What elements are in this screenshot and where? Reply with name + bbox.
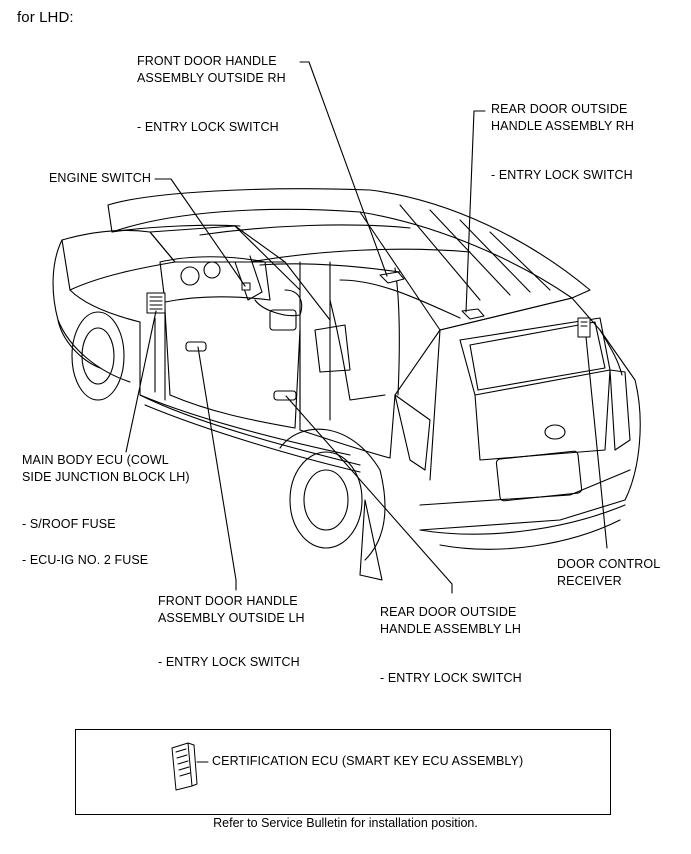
label-front-door-handle-rh: FRONT DOOR HANDLE ASSEMBLY OUTSIDE RH	[137, 54, 286, 85]
leader-door-control-receiver	[585, 336, 608, 549]
label-door-control-receiver: DOOR CONTROL RECEIVER	[557, 557, 661, 588]
label-rear-door-handle-rh: REAR DOOR OUTSIDE HANDLE ASSEMBLY RH	[491, 102, 635, 133]
label-front-door-handle-lh: FRONT DOOR HANDLE ASSEMBLY OUTSIDE LH	[158, 594, 305, 625]
label-front-door-handle-rh-switch: - ENTRY LOCK SWITCH	[137, 120, 279, 134]
label-engine-switch: ENGINE SWITCH	[49, 171, 151, 185]
vehicle-illustration	[52, 188, 641, 581]
label-certification-ecu: CERTIFICATION ECU (SMART KEY ECU ASSEMBL…	[212, 754, 524, 768]
label-sroof-fuse: - S/ROOF FUSE	[22, 517, 116, 531]
footnote: Refer to Service Bulletin for installati…	[213, 816, 478, 830]
leader-engine-switch	[154, 178, 246, 287]
leader-lines	[125, 61, 608, 594]
leader-front-door-rh	[299, 61, 388, 277]
certification-ecu-icon	[171, 742, 209, 791]
leader-main-body-ecu	[125, 310, 157, 453]
diagram-title: for LHD:	[17, 9, 74, 26]
component-markers	[146, 271, 591, 338]
leader-rear-door-lh	[285, 395, 453, 594]
label-rear-door-handle-lh: REAR DOOR OUTSIDE HANDLE ASSEMBLY LH	[380, 605, 521, 636]
label-rear-door-handle-lh-switch: - ENTRY LOCK SWITCH	[380, 671, 522, 685]
certification-ecu-box	[75, 729, 611, 815]
label-rear-door-handle-rh-switch: - ENTRY LOCK SWITCH	[491, 168, 633, 182]
leader-front-door-lh	[197, 346, 237, 591]
label-ecu-ig-fuse: - ECU-IG NO. 2 FUSE	[22, 553, 149, 567]
label-front-door-handle-lh-switch: - ENTRY LOCK SWITCH	[158, 655, 300, 669]
leader-rear-door-rh	[465, 110, 486, 313]
label-main-body-ecu: MAIN BODY ECU (COWL SIDE JUNCTION BLOCK …	[22, 453, 190, 484]
